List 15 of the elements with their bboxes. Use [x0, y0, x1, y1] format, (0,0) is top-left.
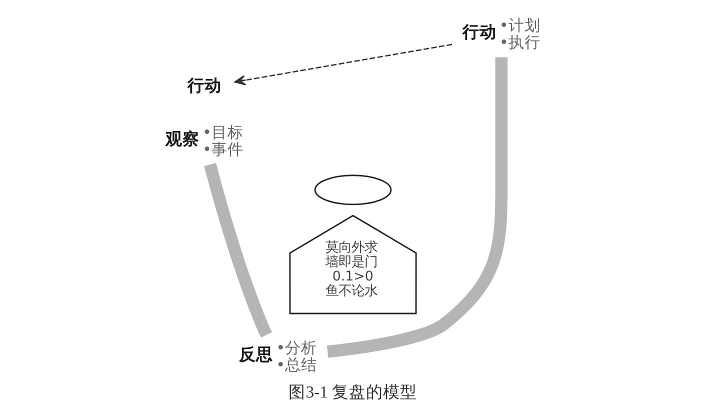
node-label: •总结 [275, 356, 317, 374]
connector [204, 163, 272, 338]
connector [326, 57, 508, 358]
node-label: •分析 [275, 339, 317, 358]
node-label: •计划 [498, 16, 540, 35]
node-label: •执行 [498, 33, 540, 52]
node-text: 行动 [462, 22, 496, 42]
node-label: •事件 [202, 140, 244, 158]
node-ellipse [314, 174, 392, 206]
caption: 图3-1 复盘的模型 [288, 382, 417, 402]
arrow [234, 44, 452, 86]
node-text: 观察 [165, 128, 200, 149]
node-text: 反思 [238, 344, 273, 364]
node-text: 行动 [186, 75, 221, 96]
node-label: •目标 [202, 124, 244, 142]
